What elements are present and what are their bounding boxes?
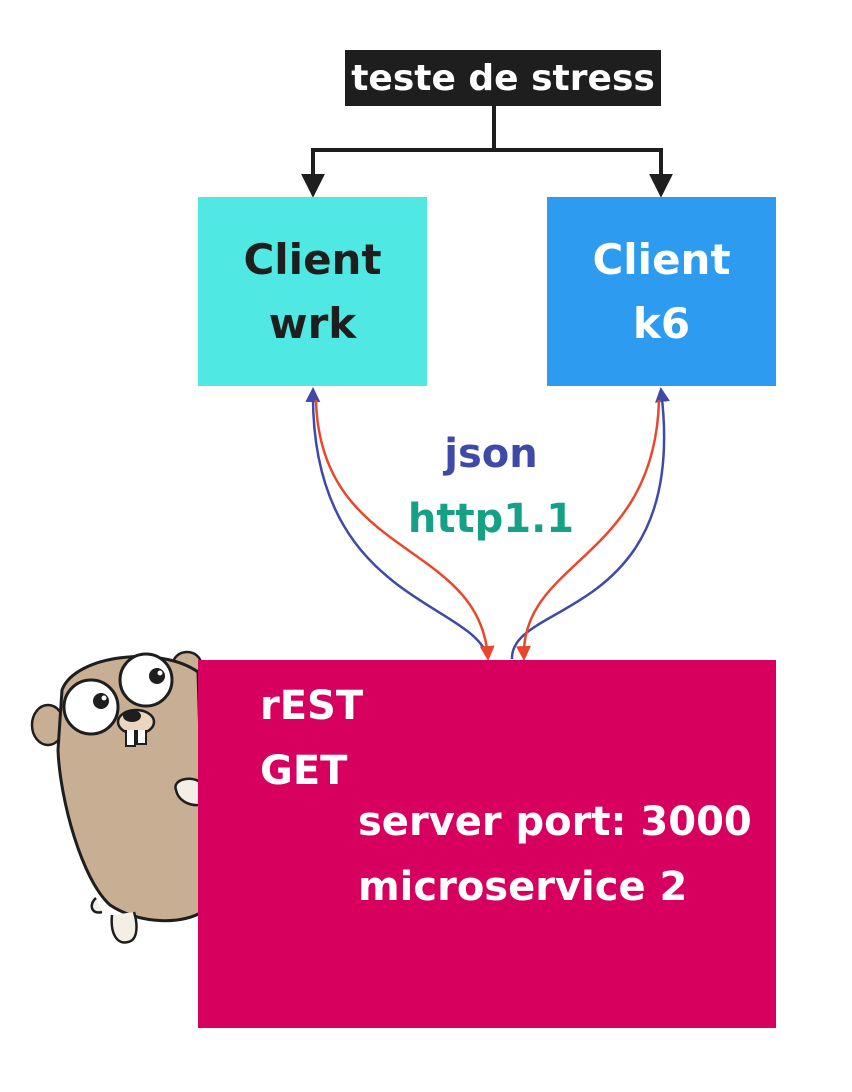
stress-test-title: teste de stress	[345, 50, 661, 106]
response-arrow-k6	[516, 399, 661, 661]
protocol-format-label: json	[444, 431, 538, 477]
server-port-label: server port: 3000	[358, 799, 752, 845]
server-http-method: GET	[260, 748, 348, 794]
client-wrk-box: Client wrk	[198, 197, 427, 386]
client-wrk-label: Client	[243, 234, 382, 284]
server-api-style: rEST	[260, 683, 364, 729]
server-box: rEST GET server port: 3000 microservice …	[198, 660, 776, 1028]
response-arrow-wrk	[314, 399, 495, 661]
tree-branch-k6-arrow	[494, 148, 673, 198]
request-arrow-k6	[510, 387, 670, 660]
client-k6-label: Client	[592, 234, 731, 284]
client-wrk-name: wrk	[268, 298, 357, 348]
tree-branch-wrk-arrow	[301, 148, 494, 198]
client-k6-name: k6	[632, 298, 691, 348]
request-arrow-wrk	[305, 387, 490, 658]
server-service-name: microservice 2	[358, 864, 688, 910]
protocol-transport-label: http1.1	[407, 496, 575, 542]
client-k6-box: Client k6	[547, 197, 776, 386]
